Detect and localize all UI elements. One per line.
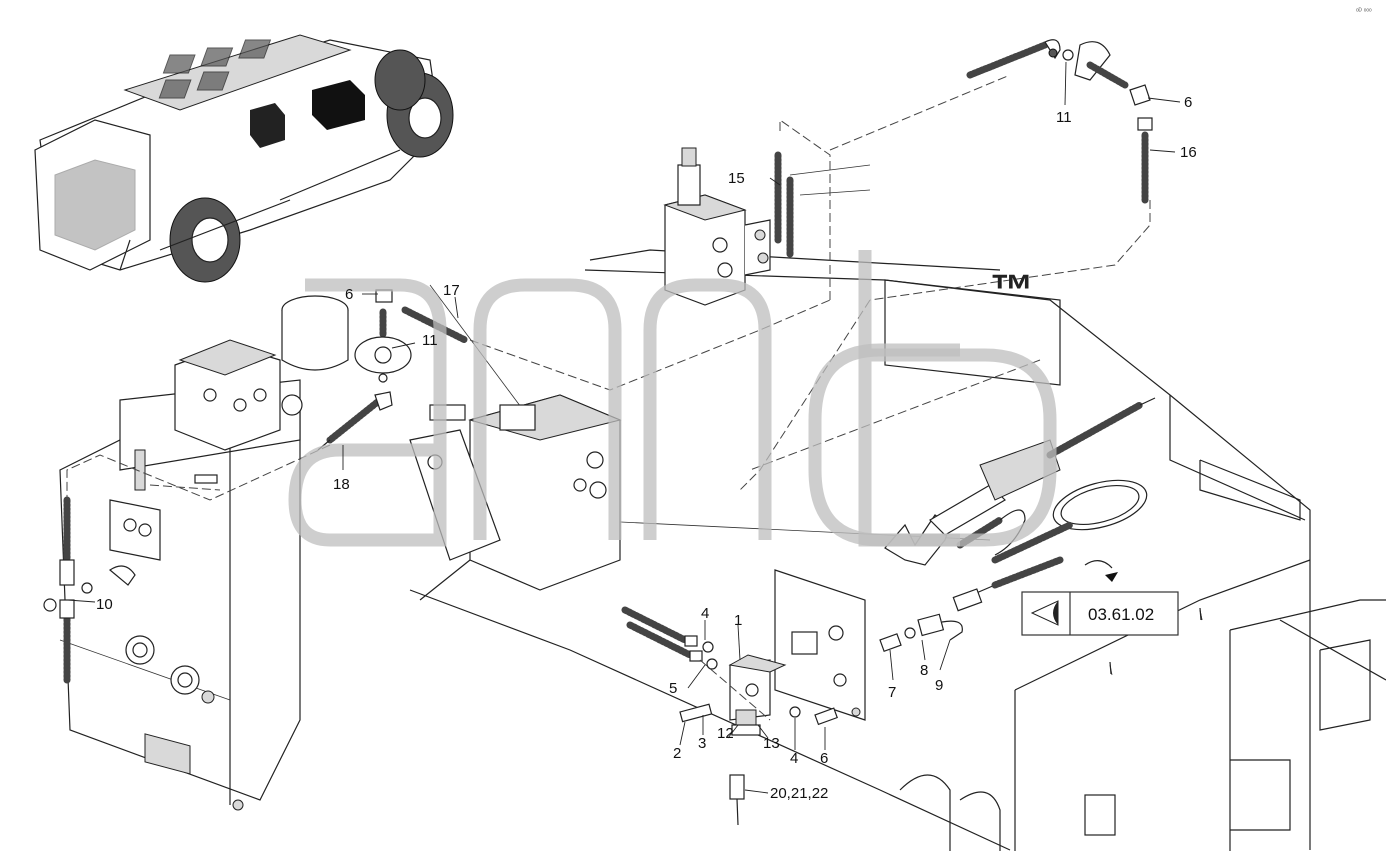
part-label-6: 6 — [820, 750, 828, 767]
bolt-2 — [679, 703, 713, 723]
part-label-6: 6 — [1184, 94, 1192, 111]
leader-lines — [67, 61, 1181, 794]
fittings-4-5 — [621, 606, 838, 726]
curved-arrow-icon — [1084, 560, 1118, 582]
part-label-1: 1 — [734, 612, 742, 629]
part-label-13: 13 — [763, 735, 780, 752]
part-label-11: 11 — [422, 332, 438, 349]
mounting-plate — [774, 569, 866, 721]
central-valve-bank — [409, 394, 622, 601]
machine-overview-icon — [34, 34, 454, 283]
part-label-11: 11 — [1056, 109, 1072, 126]
part-label-15: 15 — [728, 170, 745, 187]
hose-10 — [43, 496, 136, 684]
coupling-7-8-9 — [879, 613, 963, 653]
hose-assembly-top — [966, 39, 1153, 204]
sensor-20 — [729, 774, 745, 826]
corner-mark: ᵒᴰ ᵒᵒᵒ — [1356, 8, 1372, 15]
part-label-9: 9 — [935, 677, 943, 694]
hose-18 — [317, 391, 393, 451]
view-arrow-icon — [1030, 600, 1059, 626]
part-label-20-21-22: 20,21,22 — [770, 785, 828, 802]
part-label-2: 2 — [673, 745, 681, 762]
machine-frame — [409, 249, 1386, 851]
part-label-17: 17 — [443, 282, 460, 299]
part-label-16: 16 — [1180, 144, 1197, 161]
part-label-3: 3 — [698, 735, 706, 752]
valve-block-1 — [728, 654, 787, 736]
hose-17 — [354, 289, 469, 383]
watermark-logo: ™ — [288, 250, 1057, 547]
part-label-18: 18 — [333, 476, 350, 493]
part-label-7: 7 — [888, 684, 896, 701]
part-label-6: 6 — [345, 286, 353, 303]
part-number-labels: 6 17 11 18 15 11 6 16 10 1 4 5 2 3 12 13… — [96, 94, 1197, 802]
trademark-symbol: ™ — [990, 266, 1034, 315]
part-label-4: 4 — [790, 750, 798, 767]
part-label-12: 12 — [717, 725, 734, 742]
hydraulic-tank — [59, 295, 349, 811]
reference-code: 03.61.02 — [1088, 605, 1154, 624]
part-label-4: 4 — [701, 605, 709, 622]
pressure-gun-assembly — [884, 397, 1156, 612]
reference-box[interactable]: 03.61.02 — [1021, 591, 1179, 636]
part-label-8: 8 — [920, 662, 928, 679]
part-label-5: 5 — [669, 680, 677, 697]
routing-lines — [66, 74, 1151, 721]
part-label-10: 10 — [96, 596, 113, 613]
